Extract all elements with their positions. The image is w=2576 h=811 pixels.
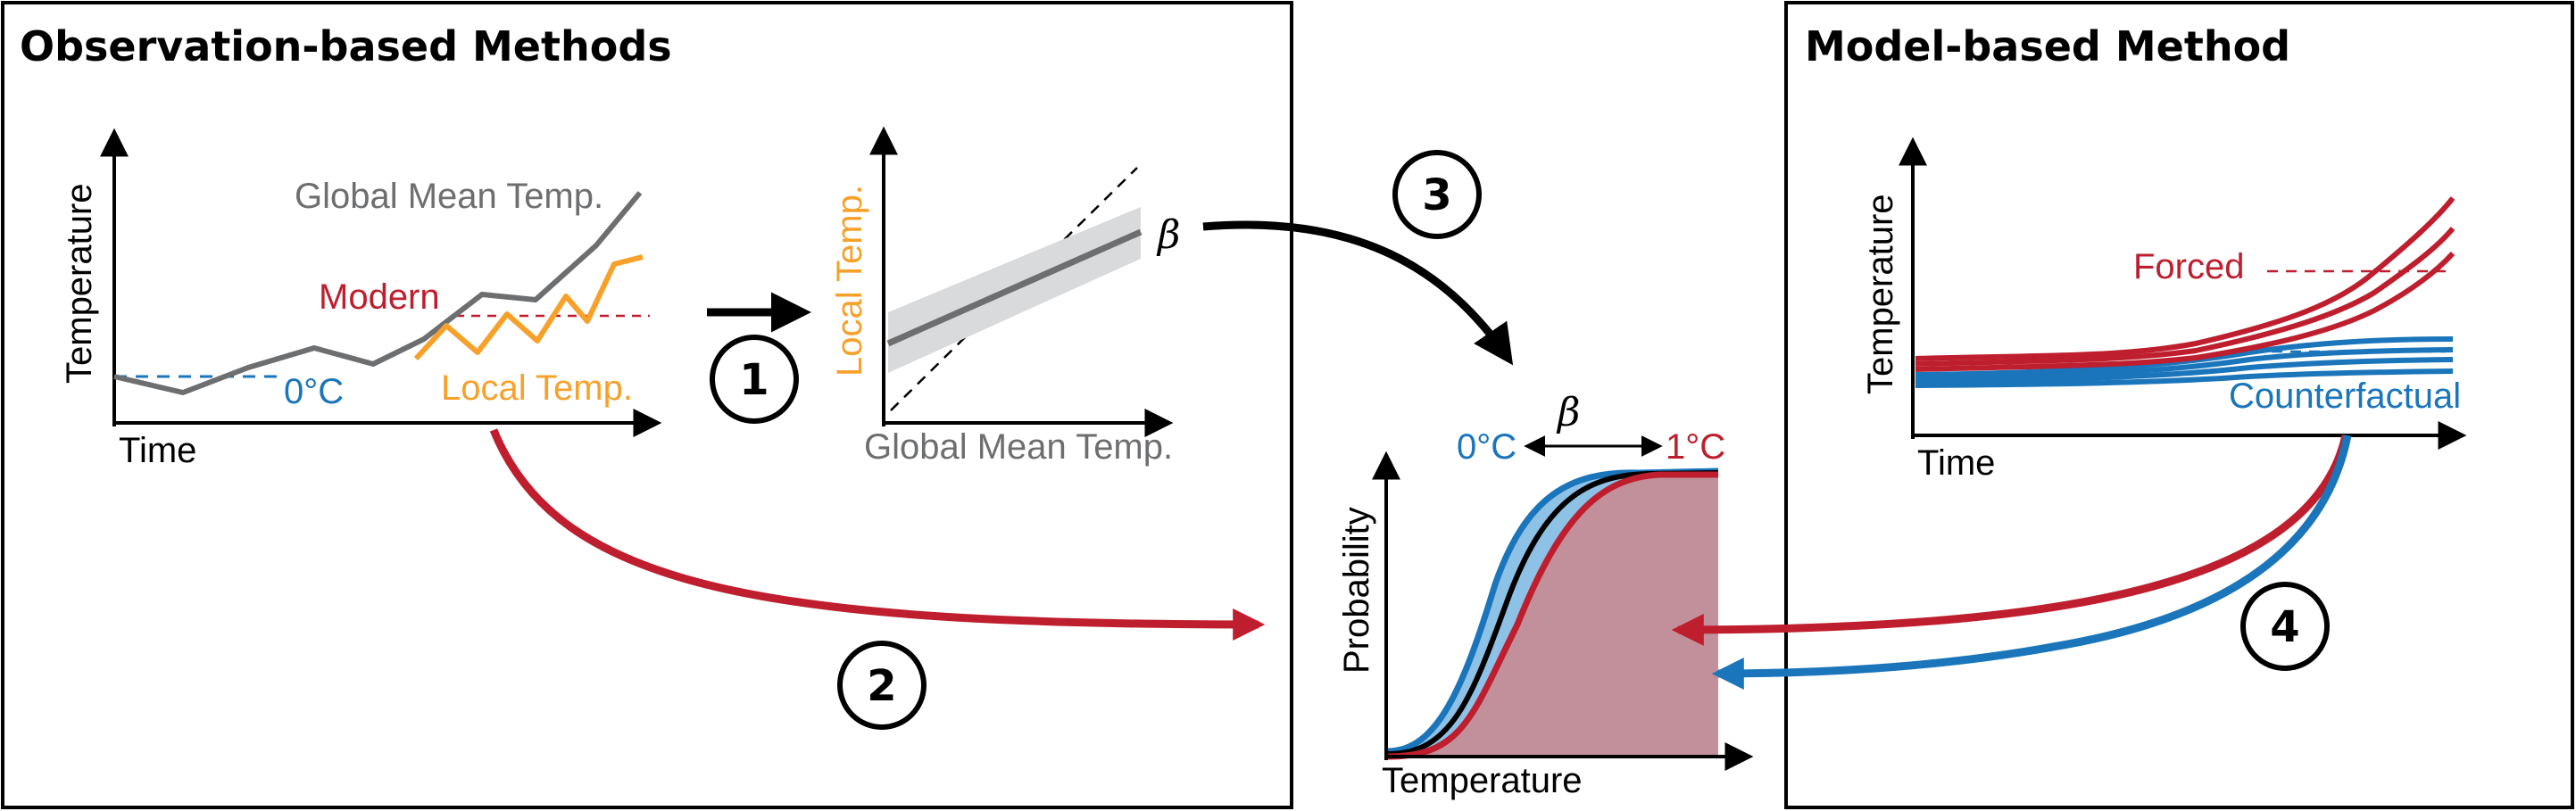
obs-x-axis-label: Time	[119, 431, 196, 470]
step3-number: 3	[1422, 170, 1451, 220]
step4-badge: 4	[2240, 582, 2330, 671]
modern-label: Modern	[319, 277, 440, 317]
model-ensemble-plot: Temperature Time Forced Counterfactual	[1861, 137, 2467, 483]
step2-arrow	[489, 428, 1266, 641]
cdf-black-curve	[1387, 470, 1719, 757]
model-y-axis-label: Temperature	[1861, 194, 1900, 394]
step3-arrow	[1202, 220, 1514, 366]
step4-blue-arrow	[1711, 434, 2352, 690]
regression-plot: Local Temp. Global Mean Temp. β	[830, 126, 1180, 467]
cdf-blue-curve	[1387, 468, 1719, 755]
model-x-axis-label: Time	[1917, 443, 1995, 483]
regression-beta-label: β	[1156, 212, 1180, 258]
observation-panel	[1, 1, 1293, 809]
cdf-red-curve	[1387, 471, 1718, 760]
local-temp-label: Local Temp.	[441, 368, 633, 408]
step4-red-arrow	[1671, 434, 2350, 646]
counterfactual-run-2	[1915, 347, 2454, 381]
counterfactual-run-4	[1915, 368, 2454, 388]
model-panel	[1784, 1, 2574, 809]
global-mean-temp-label: Global Mean Temp.	[295, 177, 603, 216]
cdf-zero-label: 0°C	[1457, 427, 1517, 467]
regression-line	[886, 228, 1143, 347]
cdf-blue-shaded-band	[1388, 471, 1718, 757]
reg-y-axis-label: Local Temp.	[830, 185, 869, 377]
local-temp-series	[413, 254, 644, 361]
cdf-beta-label: β	[1556, 390, 1580, 435]
cdf-x-axis-label: Temperature	[1382, 761, 1583, 800]
cdf-y-axis-label: Probability	[1337, 507, 1376, 674]
observation-timeseries-plot: Temperature Time Global Mean Temp. Moder…	[60, 128, 662, 470]
cdf-plot: Probability Temperature 0°C 1°C β	[1337, 390, 1754, 800]
step4-number: 4	[2270, 602, 2299, 652]
step1-number: 1	[739, 355, 769, 405]
forced-label: Forced	[2133, 247, 2245, 286]
cdf-one-label: 1°C	[1666, 427, 1725, 467]
zero-degree-label: 0°C	[284, 372, 344, 411]
step2-badge: 2	[837, 641, 927, 730]
step1-badge: 1	[710, 335, 799, 424]
counterfactual-run-3	[1915, 357, 2454, 385]
obs-y-axis-label: Temperature	[60, 183, 99, 384]
model-panel-title: Model-based Method	[1805, 22, 2290, 70]
forced-run-1	[1915, 196, 2456, 361]
observation-panel-title: Observation-based Methods	[20, 22, 672, 70]
step3-badge: 3	[1392, 150, 1482, 239]
counterfactual-run-1	[1915, 336, 2454, 377]
counterfactual-label: Counterfactual	[2229, 377, 2461, 416]
reg-x-axis-label: Global Mean Temp.	[864, 427, 1173, 467]
global-mean-temp-series	[113, 191, 643, 395]
forced-run-3	[1915, 251, 2456, 372]
forced-run-2	[1915, 227, 2456, 367]
step2-number: 2	[867, 661, 896, 711]
cdf-red-shaded-area	[1388, 475, 1718, 758]
